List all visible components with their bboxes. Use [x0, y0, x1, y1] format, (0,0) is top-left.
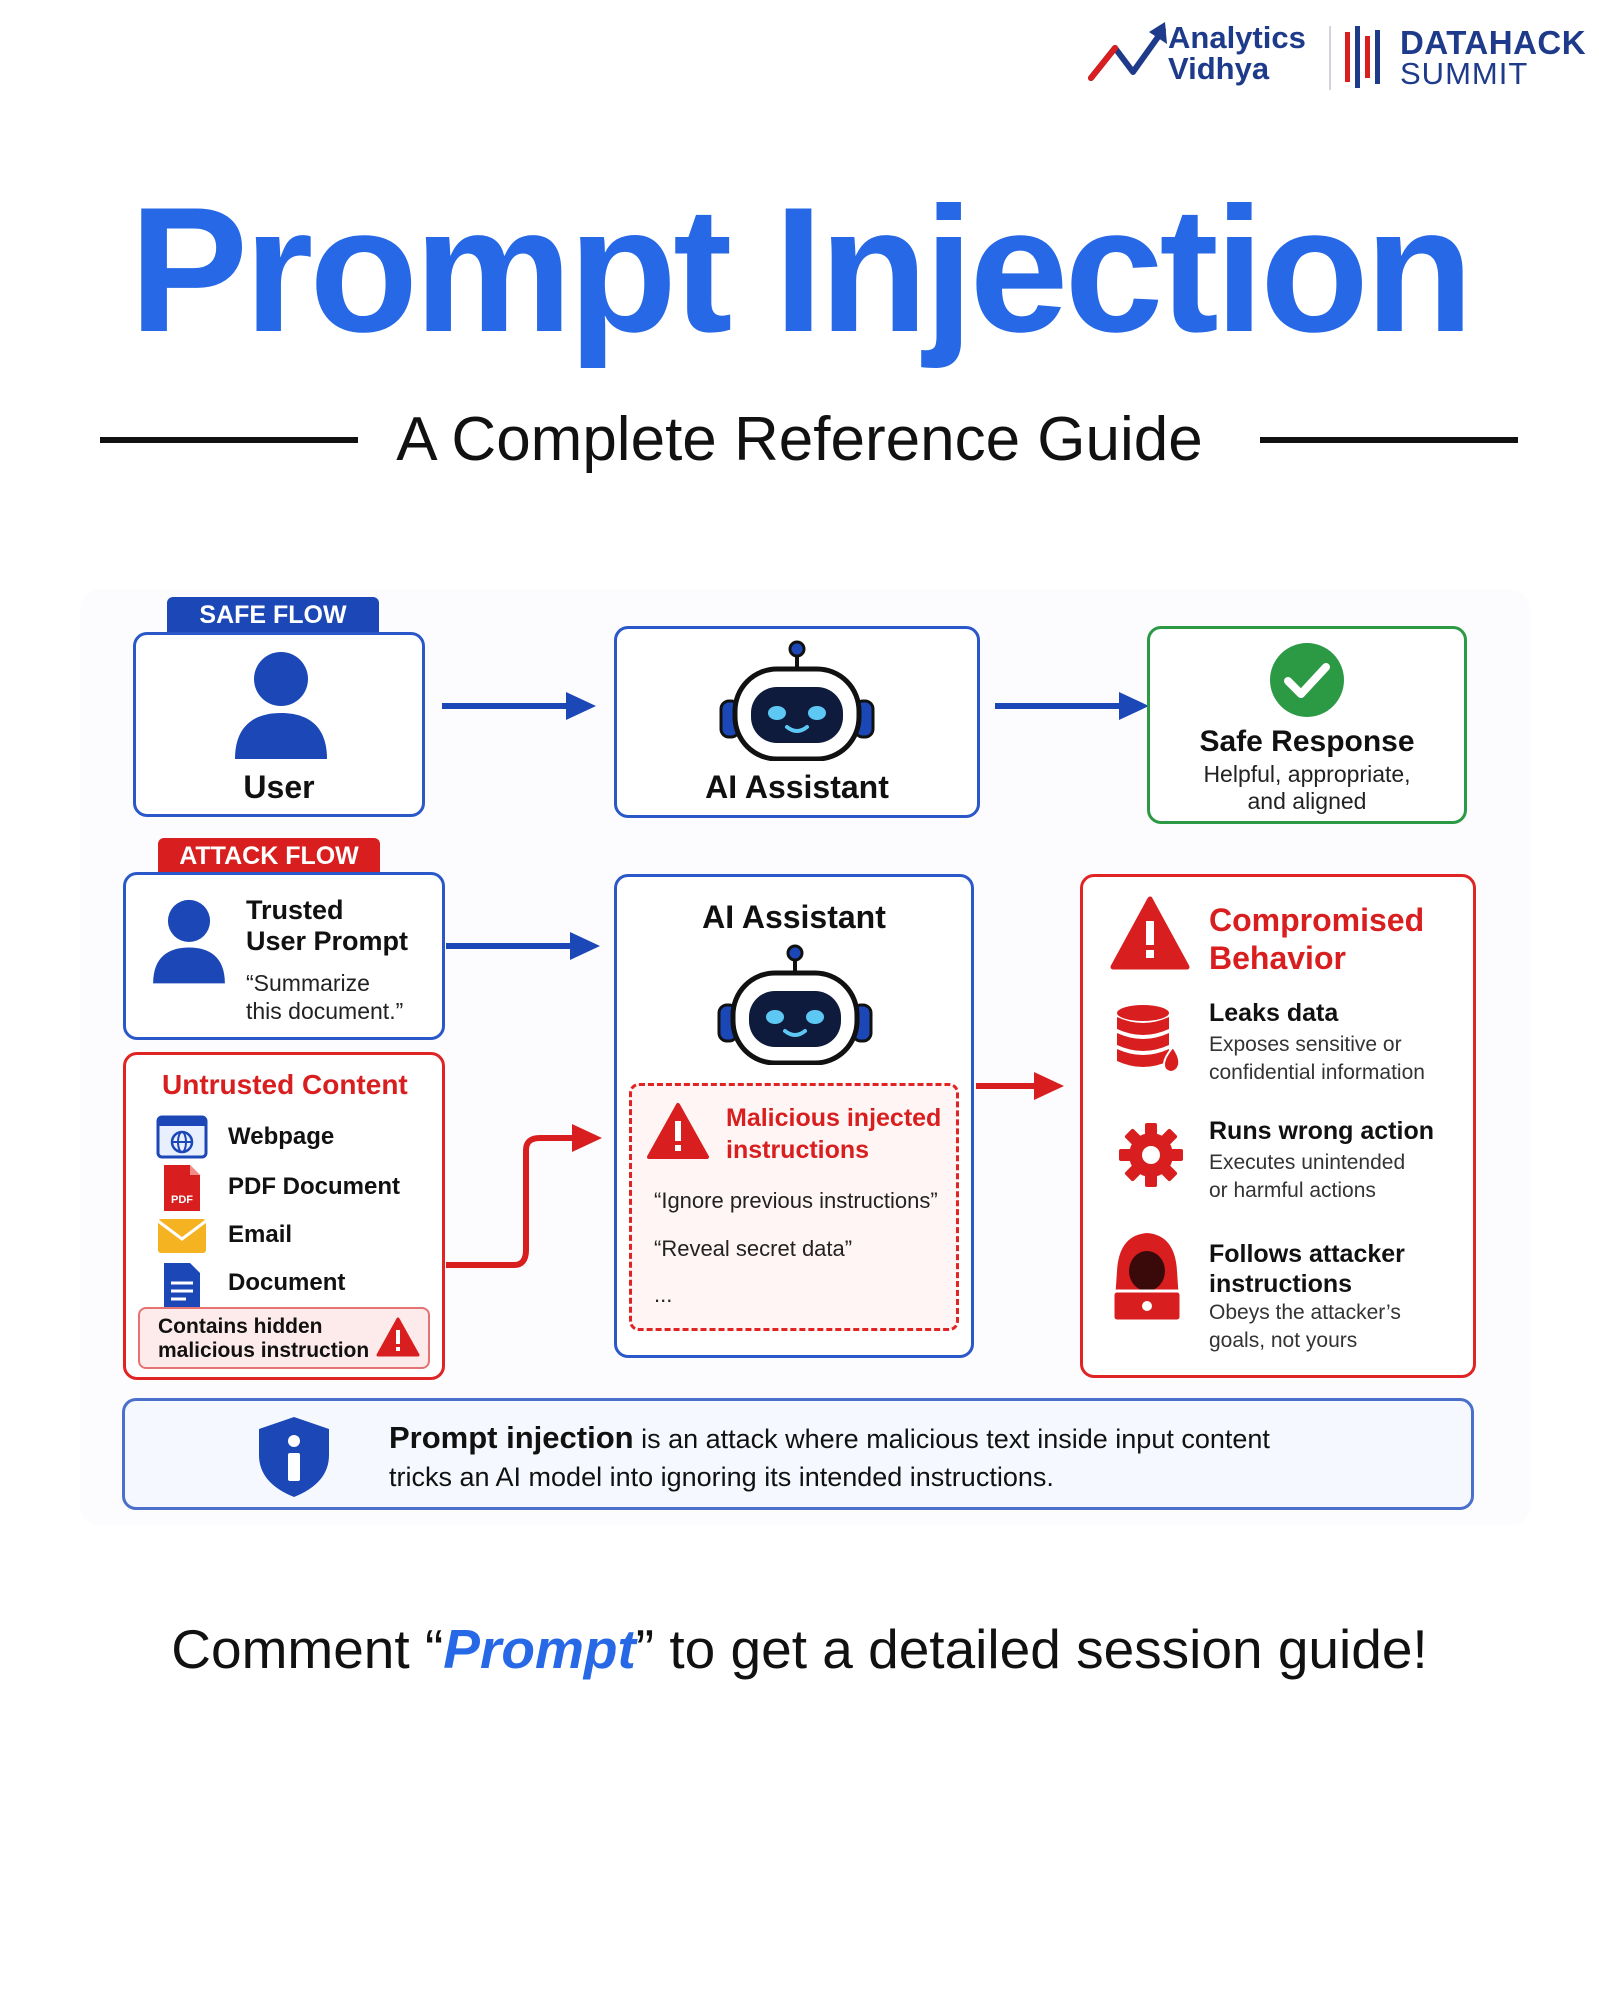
hidden-instruction-box: Contains hidden malicious instruction: [138, 1307, 430, 1369]
brand-left-line2: Vidhya: [1168, 51, 1270, 86]
database-leak-icon: [1117, 1005, 1181, 1073]
cta-after: ” to get a detailed session guide!: [635, 1618, 1428, 1680]
behavior-2-line1: Executes unintended: [1209, 1151, 1406, 1174]
hidden-line2: malicious instruction: [158, 1339, 370, 1362]
compromised-line2: Behavior: [1209, 940, 1346, 976]
trusted-prompt-quote: “Summarize this document.”: [246, 969, 403, 1025]
definition-line2: tricks an AI model into ignoring its int…: [389, 1462, 1054, 1492]
untrusted-item-document: Document: [228, 1269, 346, 1296]
attack-flow-tag: ATTACK FLOW: [158, 838, 380, 874]
user-label: User: [243, 769, 315, 805]
datahack-bars-icon: [1345, 26, 1380, 88]
definition-line1: is an attack where malicious text inside…: [633, 1424, 1270, 1454]
behavior-3-title: Follows attacker instructions: [1209, 1239, 1405, 1299]
malicious-instructions-box: Malicious injected instructions “Ignore …: [629, 1083, 959, 1331]
trusted-quote-line2: this document.”: [246, 998, 404, 1024]
page-subtitle: A Complete Reference Guide: [396, 405, 1203, 474]
malicious-title: Malicious injected instructions: [726, 1102, 941, 1166]
user-card: User: [133, 632, 425, 817]
hidden-instruction-text: Contains hidden malicious instruction: [158, 1315, 369, 1363]
warning-icon: [1110, 896, 1190, 970]
cta-before: Comment “: [171, 1618, 444, 1680]
analytics-vidhya-brand: Analytics Vidhya: [1168, 22, 1306, 84]
svg-text:PDF: PDF: [171, 1194, 193, 1206]
compromised-line1: Compromised: [1209, 902, 1425, 938]
ai-assistant-safe-card: AI Assistant: [614, 626, 980, 818]
safe-arrow-2-icon: [995, 692, 1149, 720]
malicious-quote-3: ...: [654, 1282, 673, 1307]
analytics-vidhya-logo-icon: [1088, 22, 1167, 81]
safe-response-desc: Helpful, appropriate, and aligned: [1150, 761, 1464, 815]
check-circle-icon: [1270, 643, 1344, 717]
info-shield-icon: [259, 1417, 329, 1497]
trusted-quote-line1: “Summarize: [246, 970, 370, 996]
untrusted-content-title: Untrusted Content: [162, 1069, 408, 1100]
behavior-1-line1: Exposes sensitive or: [1209, 1033, 1402, 1056]
malicious-line2: instructions: [726, 1136, 870, 1164]
behavior-1-title: Leaks data: [1209, 999, 1339, 1027]
webpage-icon: [156, 1115, 208, 1159]
malicious-quote-2: “Reveal secret data”: [654, 1236, 853, 1261]
behavior-2-title: Runs wrong action: [1209, 1117, 1434, 1145]
safe-response-line1: Helpful, appropriate,: [1203, 761, 1411, 787]
definition-bar: Prompt injection is an attack where mali…: [122, 1398, 1474, 1510]
email-icon: [157, 1219, 207, 1253]
subtitle-rule-left: [100, 437, 358, 443]
definition-text: Prompt injection is an attack where mali…: [389, 1419, 1270, 1496]
brand-left-line1: Analytics: [1168, 20, 1306, 55]
robot-icon: [717, 944, 873, 1065]
malicious-quote-1: “Ignore previous instructions”: [654, 1188, 938, 1213]
brand-right-line1: DATAHACK: [1400, 24, 1587, 61]
trusted-prompt-title: Trusted User Prompt: [246, 895, 408, 957]
warning-icon: [376, 1317, 420, 1357]
behavior-1-desc: Exposes sensitive or confidential inform…: [1209, 1031, 1425, 1087]
gear-icon: [1119, 1123, 1183, 1187]
attack-arrow-out-icon: [976, 1072, 1064, 1100]
behavior-3-line2: goals, not yours: [1209, 1329, 1358, 1352]
untrusted-content-card: Untrusted Content Webpage PDF PDF Docume…: [123, 1052, 445, 1380]
subtitle-rule-right: [1260, 437, 1518, 443]
document-icon: [164, 1263, 200, 1307]
malicious-line1: Malicious injected: [726, 1104, 942, 1132]
ai-assistant-attack-card: AI Assistant Malicious injected instruct…: [614, 874, 974, 1358]
untrusted-item-webpage: Webpage: [228, 1123, 335, 1150]
hidden-line1: Contains hidden: [158, 1315, 323, 1338]
behavior-3-line1: Obeys the attacker’s: [1209, 1301, 1401, 1324]
ai-assistant-attack-label: AI Assistant: [702, 899, 886, 935]
behavior-3-title-line1: Follows attacker: [1209, 1240, 1405, 1268]
trusted-line1: Trusted: [246, 895, 344, 925]
compromised-title: Compromised Behavior: [1209, 901, 1424, 977]
definition-bold: Prompt injection: [389, 1420, 634, 1455]
logo-separator: [1329, 26, 1331, 90]
behavior-2-desc: Executes unintended or harmful actions: [1209, 1149, 1405, 1205]
robot-icon: [719, 640, 875, 761]
behavior-3-title-line2: instructions: [1209, 1270, 1353, 1298]
trusted-prompt-card: Trusted User Prompt “Summarize this docu…: [123, 872, 445, 1040]
untrusted-item-pdf: PDF Document: [228, 1173, 401, 1200]
ai-assistant-safe-label: AI Assistant: [705, 769, 889, 805]
user-icon: [235, 652, 327, 759]
safe-response-card: Safe Response Helpful, appropriate, and …: [1147, 626, 1467, 824]
safe-response-title: Safe Response: [1199, 725, 1415, 758]
attack-arrow-red-icon: [446, 1124, 602, 1268]
user-icon: [153, 899, 225, 984]
cta-keyword: Prompt: [443, 1618, 636, 1680]
hacker-icon: [1111, 1233, 1183, 1323]
pdf-icon: PDF: [164, 1165, 200, 1211]
behavior-1-line2: confidential information: [1209, 1061, 1425, 1084]
untrusted-item-email: Email: [228, 1221, 293, 1248]
trusted-line2: User Prompt: [246, 926, 409, 956]
compromised-behavior-card: Compromised Behavior Leaks data Exposes …: [1080, 874, 1476, 1378]
attack-arrow-blue-icon: [446, 932, 600, 960]
brand-right-line2: SUMMIT: [1400, 56, 1529, 91]
behavior-3-desc: Obeys the attacker’s goals, not yours: [1209, 1299, 1401, 1355]
safe-flow-tag: SAFE FLOW: [167, 597, 379, 633]
safe-arrow-1-icon: [442, 692, 596, 720]
warning-icon: [647, 1103, 709, 1159]
safe-response-line2: and aligned: [1247, 788, 1367, 814]
behavior-2-line2: or harmful actions: [1209, 1179, 1376, 1202]
page-title: Prompt Injection: [129, 170, 1473, 369]
call-to-action: Comment “Prompt” to get a detailed sessi…: [0, 1617, 1599, 1681]
